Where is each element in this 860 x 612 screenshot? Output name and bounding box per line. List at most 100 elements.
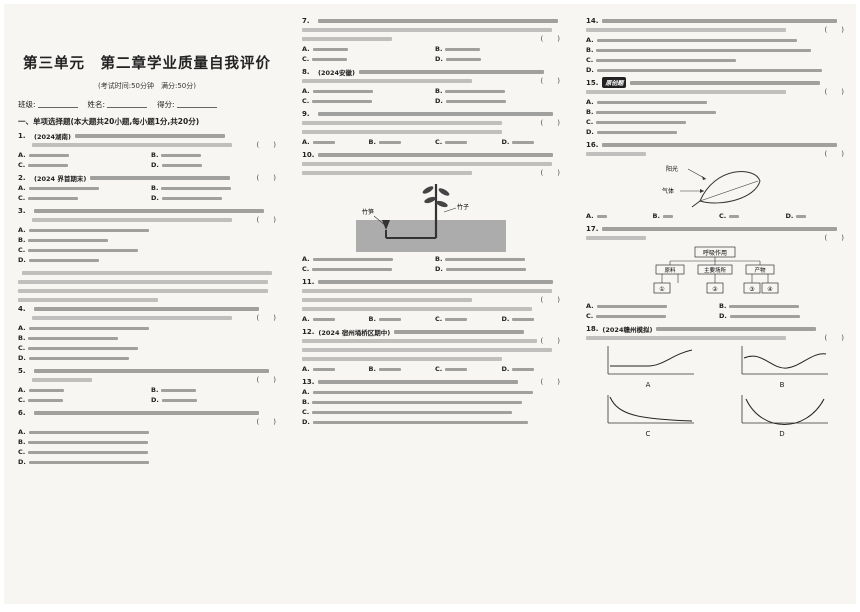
option[interactable]: B. <box>369 138 428 146</box>
question-16: 16. ( ) 阳光 气体 A. B. C. D. <box>586 140 844 220</box>
option[interactable]: B. <box>653 212 712 220</box>
option[interactable]: A. <box>18 226 276 234</box>
question-source: (2024 界首期末) <box>34 174 87 183</box>
question-source: (2024赣州模拟) <box>602 325 653 334</box>
option[interactable]: B. <box>435 45 560 53</box>
option[interactable]: A. <box>302 45 427 53</box>
bamboo-figure: 竹子 竹笋 <box>356 184 506 252</box>
score-label: 得分: <box>157 100 175 109</box>
option[interactable]: A. <box>302 388 560 396</box>
option[interactable]: B. <box>369 365 428 373</box>
question-10: 10. ( ) 竹子 竹笋 A. B. C. <box>302 150 560 273</box>
chart-d <box>741 395 828 425</box>
option[interactable]: B. <box>18 438 276 446</box>
question-11: 11. ( ) A. B. C. D. <box>302 277 560 323</box>
option[interactable]: A. <box>18 386 143 394</box>
question-15: 15.原创题 ( ) A. B. C. D. <box>586 77 844 136</box>
option[interactable]: D. <box>502 365 561 373</box>
option[interactable]: D. <box>435 55 560 63</box>
option[interactable]: C. <box>302 97 427 105</box>
chart-option-b[interactable]: B <box>720 344 844 389</box>
option[interactable]: B. <box>586 46 844 54</box>
option[interactable]: D. <box>786 212 845 220</box>
option[interactable]: D. <box>18 256 276 264</box>
option[interactable]: A. <box>302 365 361 373</box>
column-3: 14. ( ) A. B. C. D. 15.原创题 ( ) A. B. C. … <box>572 4 856 604</box>
option[interactable]: C. <box>302 408 560 416</box>
option[interactable]: A. <box>18 428 276 436</box>
option[interactable]: D. <box>435 97 560 105</box>
option[interactable]: D. <box>18 458 276 466</box>
chart-option-d[interactable]: D <box>720 393 844 438</box>
question-14: 14. ( ) A. B. C. D. <box>586 16 844 74</box>
original-question-badge: 原创题 <box>602 77 627 88</box>
chart-b <box>741 346 828 375</box>
option[interactable]: C. <box>18 344 276 352</box>
option[interactable]: C. <box>302 265 427 273</box>
option[interactable]: C. <box>719 212 778 220</box>
option[interactable]: C. <box>18 194 143 202</box>
option[interactable]: B. <box>369 315 428 323</box>
option[interactable]: C. <box>302 55 427 63</box>
option[interactable]: B. <box>18 236 276 244</box>
concept-map-root: 呼吸作用 <box>703 249 727 257</box>
question-2: 2.(2024 界首期末)( ) A. B. C. D. <box>18 173 276 203</box>
concept-node-4: ④ <box>767 286 772 293</box>
option[interactable]: D. <box>586 66 844 74</box>
name-field[interactable]: 姓名: <box>88 99 148 110</box>
option[interactable]: A. <box>586 36 844 44</box>
page-title: 第三单元 第二章学业质量自我评价 <box>23 55 271 72</box>
option[interactable]: C. <box>18 448 276 456</box>
option[interactable]: A. <box>586 212 645 220</box>
concept-map-left: 原料 <box>664 266 676 274</box>
option[interactable]: D. <box>151 194 276 202</box>
option[interactable]: B. <box>586 108 844 116</box>
option[interactable]: C. <box>18 246 276 254</box>
option[interactable]: B. <box>151 184 276 192</box>
option[interactable]: C. <box>435 138 494 146</box>
chart-option-a[interactable]: A <box>586 344 710 389</box>
section-heading: 一、单项选择题(本大题共20小题,每小题1分,共20分) <box>18 117 200 126</box>
option[interactable]: D. <box>586 128 844 136</box>
option[interactable]: A. <box>586 302 711 310</box>
option[interactable]: D. <box>18 354 276 362</box>
question-7: 7. ( ) A. B. C. D. <box>302 16 560 63</box>
option[interactable]: B. <box>435 87 560 95</box>
option[interactable]: A. <box>302 255 427 263</box>
class-field[interactable]: 班级: <box>18 99 78 110</box>
option[interactable]: A. <box>18 151 143 159</box>
option[interactable]: A. <box>302 138 361 146</box>
option[interactable]: B. <box>151 386 276 394</box>
option[interactable]: A. <box>302 315 361 323</box>
option[interactable]: D. <box>151 396 276 404</box>
option[interactable]: A. <box>18 324 276 332</box>
option[interactable]: C. <box>435 315 494 323</box>
option[interactable]: C. <box>586 56 844 64</box>
option[interactable]: B. <box>18 334 276 342</box>
option[interactable]: C. <box>435 365 494 373</box>
chart-option-c[interactable]: C <box>586 393 710 438</box>
option[interactable]: B. <box>719 302 844 310</box>
leaf-figure: 阳光 气体 <box>662 165 761 208</box>
option[interactable]: D. <box>151 161 276 169</box>
option[interactable]: A. <box>586 98 844 106</box>
concept-node-1: ① <box>659 286 664 293</box>
option[interactable]: C. <box>18 396 143 404</box>
gas-label: 气体 <box>662 187 674 195</box>
option[interactable]: C. <box>586 118 844 126</box>
name-label: 姓名: <box>87 100 106 109</box>
option[interactable]: A. <box>18 184 143 192</box>
option[interactable]: D. <box>502 138 561 146</box>
option[interactable]: D. <box>502 315 561 323</box>
option[interactable]: B. <box>151 151 276 159</box>
column-1: 第三单元 第二章学业质量自我评价 (考试时间:50分钟 满分:50分) 班级: … <box>4 4 288 604</box>
option[interactable]: C. <box>18 161 143 169</box>
option[interactable]: D. <box>302 418 560 426</box>
option[interactable]: C. <box>586 312 711 320</box>
option[interactable]: B. <box>302 398 560 406</box>
option[interactable]: D. <box>435 265 560 273</box>
option[interactable]: A. <box>302 87 427 95</box>
score-field[interactable]: 得分: <box>157 99 217 110</box>
option[interactable]: B. <box>435 255 560 263</box>
option[interactable]: D. <box>719 312 844 320</box>
